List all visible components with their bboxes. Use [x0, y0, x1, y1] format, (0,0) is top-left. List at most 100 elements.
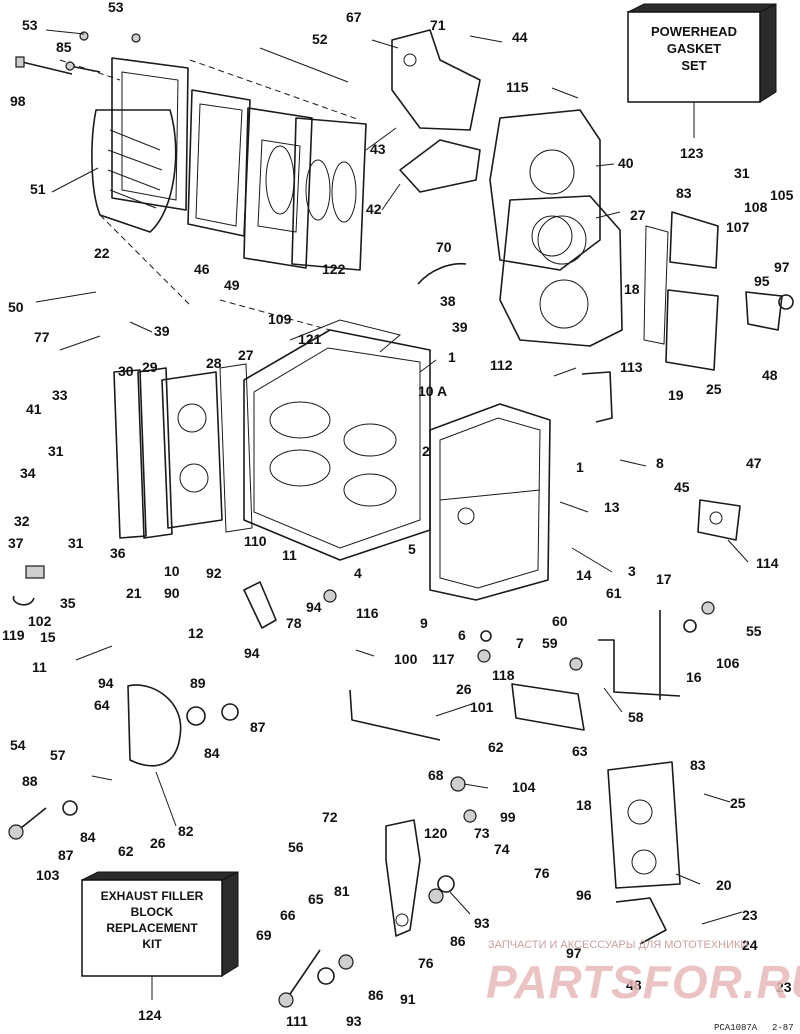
callout-97: 97	[774, 259, 790, 275]
callout-68: 68	[428, 767, 444, 783]
callout-104: 104	[512, 779, 536, 795]
callout-40: 40	[618, 155, 634, 171]
callout-66: 66	[280, 907, 296, 923]
callout-57: 57	[50, 747, 66, 763]
callout-23: 23	[742, 907, 758, 923]
callout-88: 88	[22, 773, 38, 789]
nut-59	[569, 657, 583, 671]
callout-85: 85	[56, 39, 72, 55]
callout-69: 69	[256, 927, 272, 943]
callout-81: 81	[334, 883, 350, 899]
washer-117	[480, 630, 492, 642]
washer-53b	[131, 33, 141, 43]
bracket-63	[511, 683, 585, 731]
callout-5: 5	[408, 541, 416, 557]
callout-122: 122	[322, 261, 346, 277]
callout-83: 83	[690, 757, 706, 773]
gasket-42	[399, 139, 481, 193]
callout-19: 19	[668, 387, 684, 403]
callout-93: 93	[346, 1013, 362, 1029]
callout-115: 115	[506, 79, 529, 95]
callout-117: 117	[432, 651, 455, 667]
callout-43: 43	[370, 141, 386, 157]
callout-4: 4	[354, 565, 362, 581]
powerhead-gasket-set-box: POWERHEAD GASKET SET	[627, 3, 777, 138]
callout-48: 48	[762, 367, 778, 383]
nut-104	[450, 776, 466, 792]
callout-64: 64	[94, 697, 110, 713]
callout-31: 31	[734, 165, 750, 181]
callout-61: 61	[606, 585, 622, 601]
callout-76: 76	[534, 865, 550, 881]
callout-124: 124	[138, 1007, 162, 1023]
callout-105: 105	[770, 187, 794, 203]
callout-113: 113	[620, 359, 643, 375]
callout-114: 114	[756, 555, 779, 571]
bushing-84	[186, 706, 206, 726]
gasket-18	[643, 225, 669, 345]
callout-22: 22	[94, 245, 110, 261]
callout-46: 46	[194, 261, 210, 277]
exhaust-filler-kit-box: EXHAUST FILLER BLOCK REPLACEMENT KIT	[81, 871, 239, 1000]
callout-49: 49	[224, 277, 240, 293]
callout-48: 48	[626, 977, 642, 993]
callout-74: 74	[494, 841, 510, 857]
callout-93: 93	[474, 915, 490, 931]
callout-17: 17	[656, 571, 672, 587]
cylinder-block-1	[243, 319, 431, 561]
callout-38: 38	[440, 293, 456, 309]
callout-121: 121	[298, 331, 322, 347]
bolt-103	[8, 807, 47, 840]
callout-84: 84	[204, 745, 220, 761]
powerhead-kit-line-3: SET	[681, 58, 706, 73]
callout-42: 42	[366, 201, 382, 217]
head-cover-30	[113, 369, 147, 539]
callout-76: 76	[418, 955, 434, 971]
callout-98: 98	[10, 93, 26, 109]
callout-21: 21	[126, 585, 142, 601]
grommet-97	[778, 294, 794, 310]
clip-119	[12, 595, 35, 606]
callout-59: 59	[542, 635, 558, 651]
link-rod-101	[349, 689, 441, 741]
callout-33: 33	[52, 387, 68, 403]
callout-44: 44	[512, 29, 528, 45]
callout-7: 7	[516, 635, 524, 651]
nut-99	[463, 809, 477, 823]
watermark: ЗАПЧАСТИ И АКСЕССУАРЫ ДЛЯ МОТОТЕХНИКИ PA…	[486, 939, 800, 1008]
callout-25: 25	[730, 795, 746, 811]
callout-30: 30	[118, 363, 134, 379]
callout-12: 12	[188, 625, 204, 641]
callout-71: 71	[430, 17, 446, 33]
callout-36: 36	[110, 545, 126, 561]
callout-67: 67	[346, 9, 362, 25]
callout-23: 23	[776, 979, 792, 995]
callout-99: 99	[500, 809, 516, 825]
hose-38	[417, 262, 467, 285]
callout-47: 47	[746, 455, 762, 471]
gasket-27-right	[499, 195, 623, 347]
powerhead-kit-line-2: GASKET	[667, 41, 721, 56]
callout-8: 8	[656, 455, 664, 471]
callout-73: 73	[474, 825, 490, 841]
callout-102: 102	[28, 613, 52, 629]
nut-86	[428, 888, 444, 904]
plate-109	[291, 117, 367, 271]
plate-49	[243, 107, 313, 269]
washer-93	[437, 875, 455, 893]
callout-45: 45	[674, 479, 690, 495]
callout-39: 39	[452, 319, 468, 335]
watermark-brand: PARTSFOR.RU	[486, 956, 800, 1008]
figure-date: 2-87	[772, 1023, 794, 1033]
gasket-plate-53	[111, 57, 189, 211]
bolt-111	[278, 949, 321, 1008]
callout-111: 111	[286, 1013, 308, 1029]
exhaust-kit-line-4: KIT	[142, 937, 162, 951]
bolt-98	[15, 56, 73, 75]
callout-106: 106	[716, 655, 740, 671]
callout-91: 91	[400, 991, 416, 1007]
callout-63: 63	[572, 743, 588, 759]
callout-13: 13	[604, 499, 620, 515]
callout-10-a: 10 A	[418, 383, 447, 399]
